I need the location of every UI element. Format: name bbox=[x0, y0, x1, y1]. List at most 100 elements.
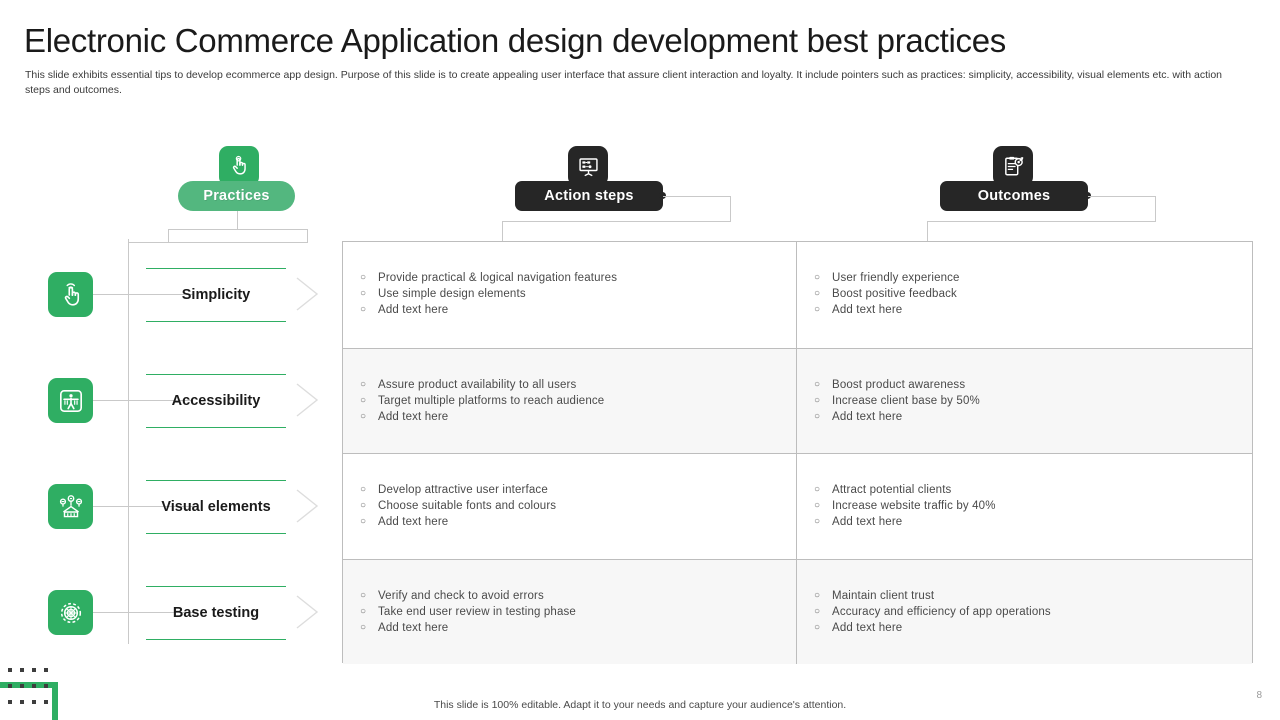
connector-practices-horizontal bbox=[168, 229, 308, 230]
cell-action-steps: ○ Assure product availability to all user… bbox=[343, 348, 797, 453]
practices-rail bbox=[128, 239, 129, 644]
connector-action-left-drop bbox=[502, 221, 503, 242]
page-title: Electronic Commerce Application design d… bbox=[24, 22, 1007, 59]
bullet-text: Provide practical & logical navigation f… bbox=[378, 272, 618, 284]
bullet-text: Add text here bbox=[832, 410, 903, 423]
practice-stub bbox=[93, 612, 193, 613]
bullet-text: Boost positive feedback bbox=[832, 288, 957, 301]
green-corner-bracket bbox=[0, 682, 58, 720]
deco-dot bbox=[20, 668, 24, 672]
deco-dot bbox=[8, 684, 12, 688]
bullet-marker: ○ bbox=[360, 410, 367, 422]
touch-gesture-icon bbox=[48, 272, 93, 317]
bullet-marker: ○ bbox=[814, 304, 821, 316]
connector-practices-drop-left bbox=[168, 229, 169, 243]
content-matrix: ○ Provide practical & logical navigation … bbox=[342, 241, 1253, 665]
chevron-right-icon bbox=[293, 592, 321, 632]
bullet-text: Add text here bbox=[378, 621, 449, 634]
bullet-marker: ○ bbox=[360, 378, 367, 390]
practice-labelbox-visual-elements: Visual elements bbox=[146, 480, 286, 534]
bullet-marker: ○ bbox=[360, 394, 367, 406]
deco-dot bbox=[44, 700, 48, 704]
column-pill-outcomes[interactable]: Outcomes bbox=[940, 181, 1091, 211]
connector-practices-base bbox=[128, 242, 308, 243]
connector-outcomes-left-drop bbox=[927, 221, 928, 242]
bullet-marker: ○ bbox=[360, 605, 367, 617]
connector-action-drop bbox=[730, 196, 731, 222]
bullet-text: Maintain client trust bbox=[832, 589, 935, 602]
presentation-board-icon bbox=[568, 146, 608, 186]
table-row: ○ Verify and check to avoid errors ○ Take … bbox=[343, 558, 1252, 665]
practice-labelbox-accessibility: Accessibility bbox=[146, 374, 286, 428]
bullet-text: User friendly experience bbox=[832, 272, 960, 284]
table-row: ○ Assure product availability to all user… bbox=[343, 347, 1252, 453]
practice-stub bbox=[93, 506, 193, 507]
cell-action-steps: ○ Provide practical & logical navigation … bbox=[343, 242, 797, 348]
column-pill-action-steps[interactable]: Action steps bbox=[515, 181, 666, 211]
bullet-marker: ○ bbox=[814, 410, 821, 422]
bullet-text: Add text here bbox=[378, 516, 449, 529]
bullet-marker: ○ bbox=[360, 288, 367, 300]
connector-practices-drop-right bbox=[307, 229, 308, 243]
column-pill-practices[interactable]: Practices bbox=[178, 181, 295, 211]
deco-dot bbox=[44, 668, 48, 672]
bullet-text: Add text here bbox=[832, 516, 903, 529]
bullet-text: Attract potential clients bbox=[832, 484, 952, 496]
bullet-marker: ○ bbox=[814, 589, 821, 601]
connector-practices-vertical bbox=[237, 211, 238, 230]
bullet-text: Add text here bbox=[832, 304, 903, 317]
deco-dot bbox=[32, 700, 36, 704]
chevron-right-icon bbox=[293, 486, 321, 526]
practice-row-visual-elements[interactable]: Visual elements bbox=[48, 474, 348, 538]
deco-dot bbox=[32, 668, 36, 672]
bullet-text: Assure product availability to all users bbox=[378, 378, 577, 391]
bullet-marker: ○ bbox=[360, 621, 367, 633]
cell-outcomes: ○ Maintain client trust ○ Accuracy and eff… bbox=[797, 560, 1252, 665]
deco-dot bbox=[8, 668, 12, 672]
bullet-marker: ○ bbox=[814, 484, 821, 495]
table-row: ○ Provide practical & logical navigation … bbox=[343, 242, 1252, 348]
bullet-marker: ○ bbox=[814, 516, 821, 528]
bullet-marker: ○ bbox=[360, 304, 367, 316]
bullet-text: Boost product awareness bbox=[832, 378, 966, 391]
practice-row-accessibility[interactable]: Accessibility bbox=[48, 368, 348, 432]
connector-node-action-steps bbox=[659, 192, 666, 199]
page-subtitle: This slide exhibits essential tips to de… bbox=[25, 69, 1223, 96]
cell-action-steps: ○ Verify and check to avoid errors ○ Take … bbox=[343, 559, 797, 664]
bullet-marker: ○ bbox=[814, 288, 821, 300]
page-number: 8 bbox=[1256, 690, 1262, 701]
accessibility-person-icon bbox=[48, 378, 93, 423]
practice-stub bbox=[93, 294, 193, 295]
cell-outcomes: ○Attract potential clients ○Increase web… bbox=[797, 454, 1252, 559]
practice-row-base-testing[interactable]: Base testing bbox=[48, 580, 348, 644]
connector-outcomes-base bbox=[927, 221, 1156, 222]
bullet-marker: ○ bbox=[814, 378, 821, 390]
practice-label-base-testing: Base testing bbox=[172, 604, 260, 621]
bullet-text: Increase client base by 50% bbox=[832, 394, 980, 407]
bullet-marker: ○ bbox=[814, 605, 821, 617]
practice-labelbox-simplicity: Simplicity bbox=[146, 268, 286, 322]
deco-dot bbox=[8, 700, 12, 704]
bullet-marker: ○ bbox=[814, 394, 821, 406]
practice-labelbox-base-testing: Base testing bbox=[146, 586, 286, 640]
hand-tap-icon bbox=[219, 146, 259, 186]
bullet-marker: ○ bbox=[360, 484, 367, 495]
practice-row-simplicity[interactable]: Simplicity bbox=[48, 262, 348, 326]
bullet-marker: ○ bbox=[814, 500, 821, 512]
bullet-text: Add text here bbox=[832, 621, 903, 634]
practice-stub bbox=[93, 400, 193, 401]
bullet-text: Take end user review in testing phase bbox=[378, 605, 576, 618]
practice-label-accessibility: Accessibility bbox=[171, 392, 261, 409]
bullet-marker: ○ bbox=[360, 500, 367, 512]
bullet-marker: ○ bbox=[814, 272, 821, 283]
column-label-action-steps: Action steps bbox=[544, 188, 634, 204]
deco-dot bbox=[20, 700, 24, 704]
corner-decoration bbox=[0, 660, 62, 720]
practice-label-simplicity: Simplicity bbox=[181, 286, 251, 303]
bullet-text: Accuracy and efficiency of app operation… bbox=[832, 605, 1051, 618]
cell-outcomes: ○ User friendly experience ○ Boost positiv… bbox=[797, 242, 1252, 348]
gear-cog-icon bbox=[48, 590, 93, 635]
deco-dot bbox=[44, 684, 48, 688]
column-label-outcomes: Outcomes bbox=[977, 188, 1051, 204]
bullet-text: Verify and check to avoid errors bbox=[378, 589, 544, 602]
